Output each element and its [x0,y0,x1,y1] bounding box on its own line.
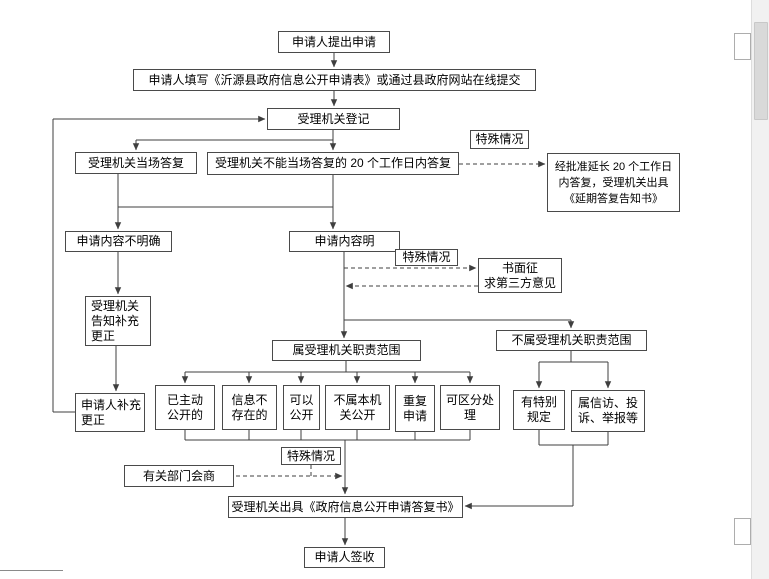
flow-node-extension: 经批准延长 20 个工作日 内答复，受理机关出具 《延期答复告知书》 [547,153,680,212]
flow-node-third-party: 书面征 求第三方意见 [478,258,562,293]
flow-node-consult: 有关部门会商 [124,465,234,487]
flow-node-out-scope: 不属受理机关职责范围 [496,330,647,351]
flow-node-content-unclear: 申请内容不明确 [65,231,172,252]
flow-node-reply-20days: 受理机关不能当场答复的 20 个工作日内答复 [207,152,459,175]
flow-node-register: 受理机关登记 [267,108,400,130]
flow-node-submit: 申请人提出申请 [278,31,390,53]
flow-node-onspot-reply: 受理机关当场答复 [75,152,197,174]
page-edge-mark [0,570,63,571]
flow-node-not-this-org: 不属本机 关公开 [325,385,390,430]
flow-node-special-case-1: 特殊情况 [470,130,529,149]
flow-node-info-not-exist: 信息不 存在的 [222,385,277,430]
flow-node-special-case-3: 特殊情况 [281,447,341,465]
flow-node-sign: 申请人签收 [304,547,385,568]
flow-node-repeat-apply: 重复 申请 [395,385,435,432]
flow-node-reply-doc: 受理机关出具《政府信息公开申请答复书》 [228,496,463,518]
flow-node-can-public: 可以 公开 [283,385,320,430]
flow-node-content-clear: 申请内容明 [289,231,400,252]
flow-node-fill-form: 申请人填写《沂源县政府信息公开申请表》或通过县政府网站在线提交 [133,69,536,91]
flow-node-special-rule: 有特别 规定 [513,390,565,430]
vertical-scrollbar[interactable] [751,0,769,579]
flow-node-petition: 属信访、投 诉、举报等 [571,390,645,432]
page-marker-top [734,33,751,60]
flow-node-already-public: 已主动 公开的 [155,385,215,430]
flow-node-in-scope: 属受理机关职责范围 [272,340,421,361]
flow-node-notify-supplement: 受理机关 告知补充 更正 [85,296,151,346]
flow-node-separable: 可区分处 理 [440,385,500,430]
flow-node-supplement: 申请人补充 更正 [75,393,145,432]
flow-node-special-case-2: 特殊情况 [395,249,458,266]
scrollbar-thumb[interactable] [754,22,768,120]
page-marker-bottom [734,518,751,545]
